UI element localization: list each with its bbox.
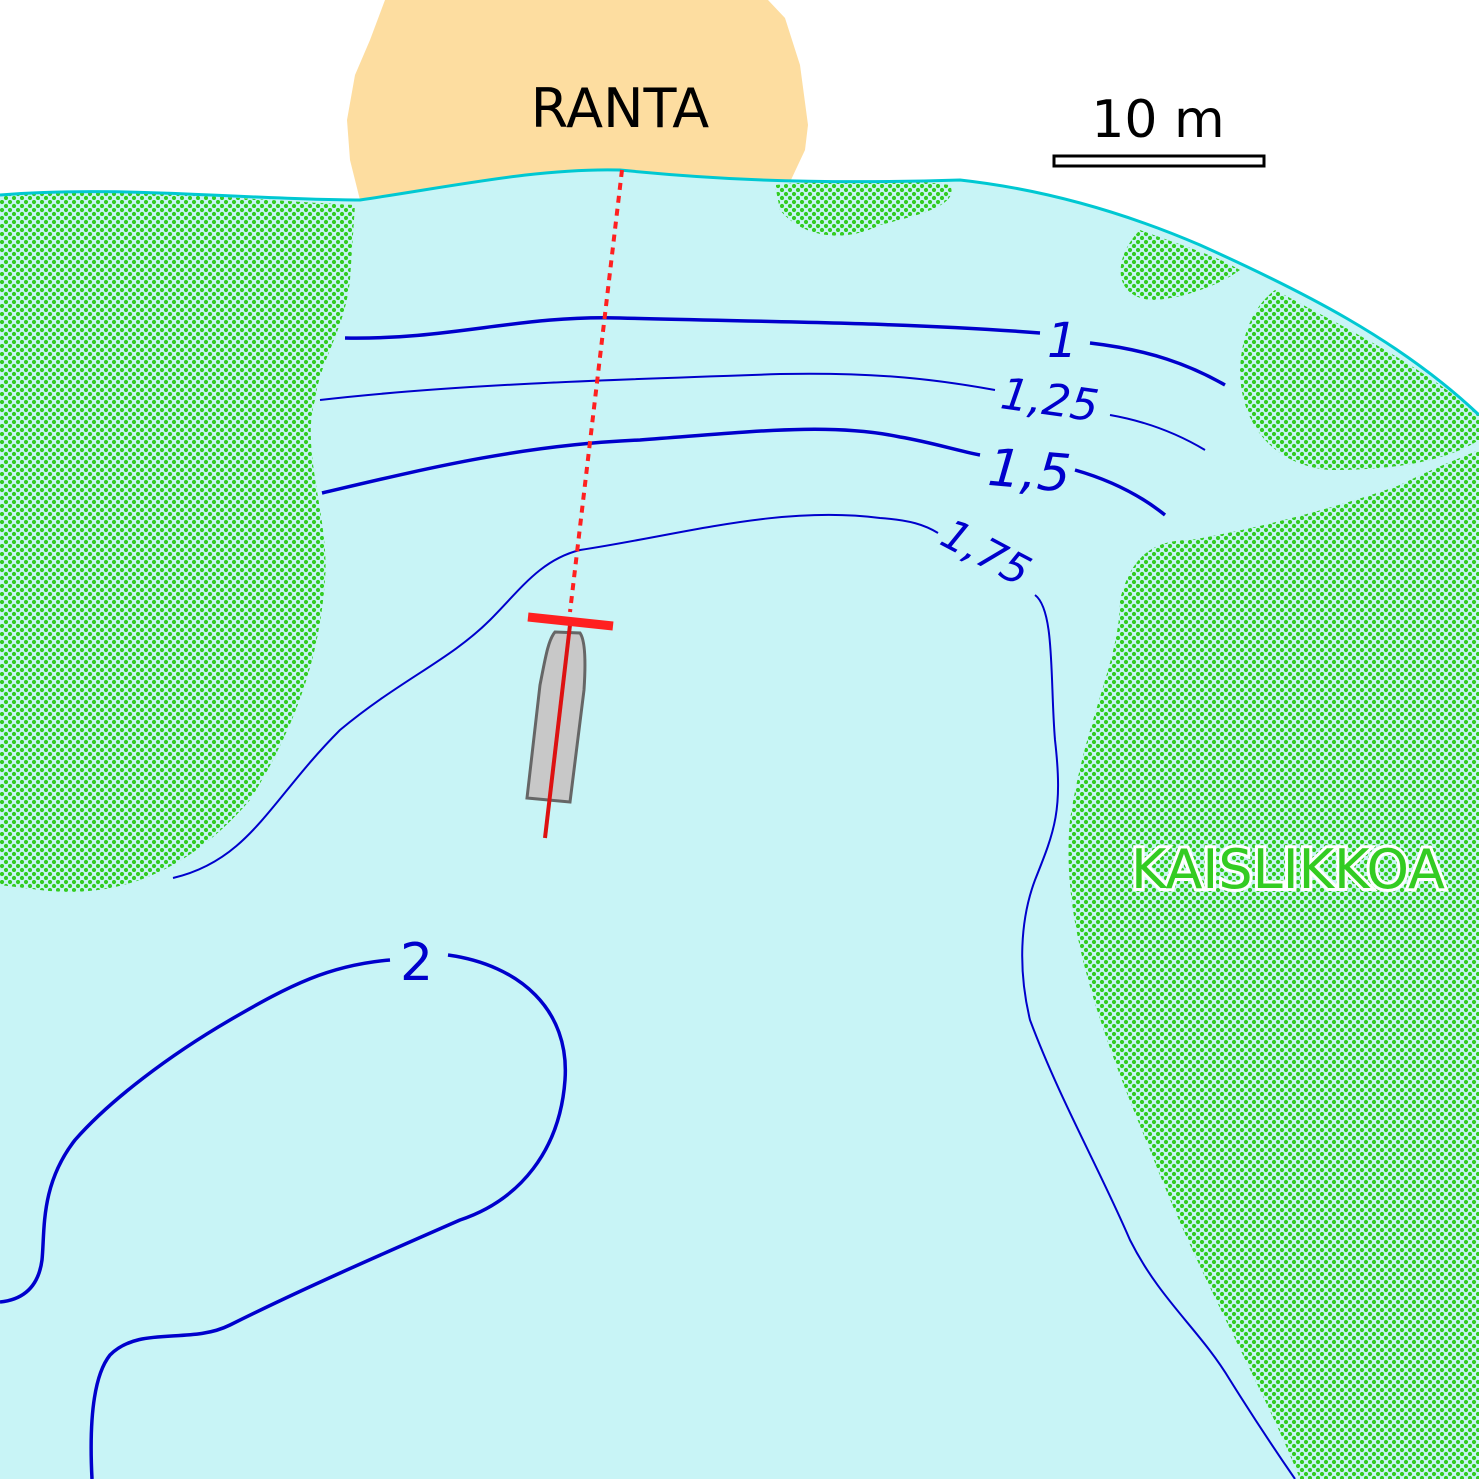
contour-label-1: 1 — [1047, 313, 1078, 369]
contour-2 — [0, 953, 568, 1479]
reed-area-west — [0, 192, 355, 892]
boat-keel-line — [543, 624, 572, 839]
contour-1 — [344, 316, 1226, 387]
shore-land — [347, 0, 808, 200]
reed-area-east-upper — [1240, 290, 1479, 470]
shoreline — [0, 168, 1479, 417]
contour-1-75 — [172, 513, 1296, 1479]
boat-icon — [525, 630, 587, 804]
contour-label-2: 2 — [400, 933, 433, 993]
reed-label: KAISLIKKOA — [1131, 838, 1445, 901]
contour-1-25 — [319, 372, 1206, 451]
scale-bar — [1052, 154, 1266, 168]
reed-area-northeast — [1120, 230, 1240, 300]
contour-label-1-5: 1,5 — [985, 438, 1073, 505]
reed-area-north — [775, 180, 952, 236]
water-area — [0, 169, 1479, 1479]
reed-areas — [0, 180, 1479, 1479]
contour-1-5 — [321, 427, 1167, 517]
mooring-bar — [527, 612, 614, 631]
shore-label: RANTA — [531, 77, 709, 140]
scale-bar-label: 10 m — [1091, 90, 1224, 150]
reed-area-east — [1068, 450, 1479, 1479]
anchor-line — [568, 169, 624, 613]
